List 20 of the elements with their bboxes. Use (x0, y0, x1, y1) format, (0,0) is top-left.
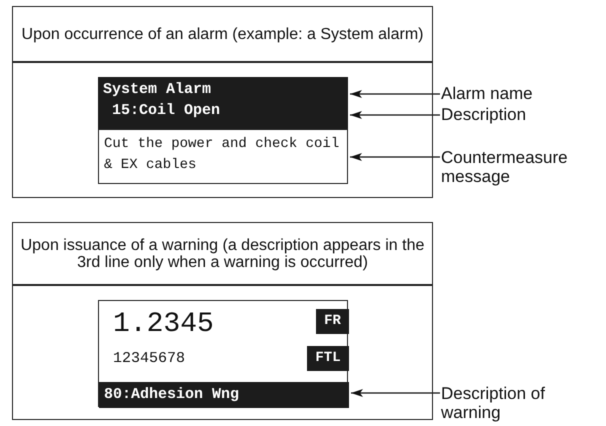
message-text: Cut the power and check coil & EX cables (98, 129, 348, 184)
warning-band: 80:Adhesion Wng (99, 382, 349, 408)
callout-label: Alarm name (441, 84, 591, 104)
panel-heading: Upon occurrence of an alarm (example: a System alarm) (13, 7, 432, 63)
panel-heading: Upon issuance of a warning (a description appears in the 3rd line only when a warning is occurred) (13, 223, 432, 286)
counter-value: 12345678 (113, 349, 186, 369)
display-screen (98, 300, 348, 407)
status-indicator: FR (316, 309, 349, 334)
panel-frame (12, 222, 433, 420)
measured-value: 1.2345 (113, 309, 214, 341)
callout-label: Description (441, 105, 591, 125)
callout-label: Countermeasure message (441, 148, 601, 188)
arrow (350, 90, 440, 98)
arrow (350, 153, 440, 161)
alarm-header-band: System Alarm 15:Coil Open (98, 77, 348, 129)
status-indicator: FTL (307, 346, 349, 371)
arrow (350, 111, 440, 119)
callout-label: Description of warning (441, 384, 601, 424)
panel-frame (12, 6, 433, 198)
arrow (351, 389, 440, 397)
